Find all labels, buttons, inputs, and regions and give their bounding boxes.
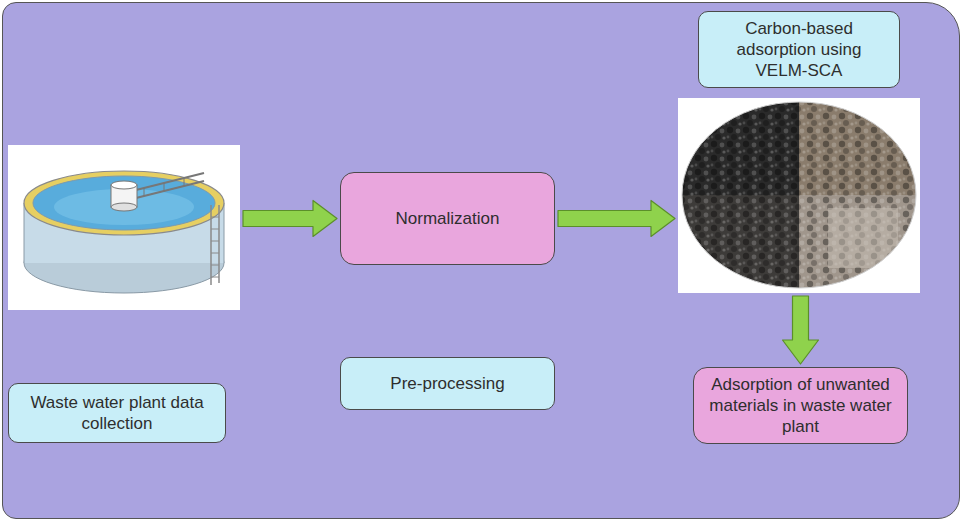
clarifier-tank-illustration bbox=[8, 145, 240, 310]
caption-box: Waste water plant data collection bbox=[8, 383, 226, 443]
flow-arrow bbox=[783, 296, 819, 364]
flow-arrow bbox=[558, 201, 675, 237]
node-text: Carbon-based adsorption using VELM-SCA bbox=[709, 18, 889, 81]
output-box: Adsorption of unwanted materials in wast… bbox=[693, 367, 908, 444]
stage-label-box: Pre-processing bbox=[340, 357, 555, 410]
caption-box: Carbon-based adsorption using VELM-SCA bbox=[698, 11, 900, 88]
flow-arrow bbox=[243, 201, 337, 237]
node-text: Adsorption of unwanted materials in wast… bbox=[704, 374, 897, 437]
process-box: Normalization bbox=[340, 172, 555, 265]
node-text: Normalization bbox=[396, 208, 500, 229]
node-text: Pre-processing bbox=[390, 373, 504, 394]
plant-illustration-node: Waste water plant data collection bbox=[8, 145, 240, 310]
activated-carbon-photo bbox=[678, 98, 920, 293]
node-text: Waste water plant data collection bbox=[19, 392, 215, 434]
carbon-photo-node: Carbon-based adsorption using VELM-SCA bbox=[678, 98, 920, 293]
